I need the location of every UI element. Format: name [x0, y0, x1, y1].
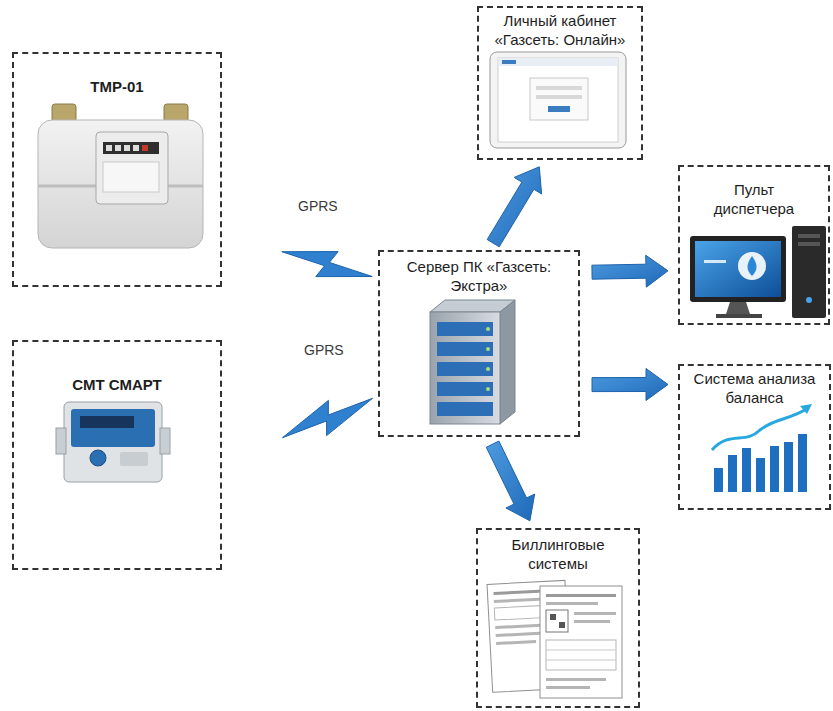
box-title: СМТ СМАРТ	[22, 376, 212, 395]
box-title: Личный кабинет «Газсеть: Онлайн»	[484, 12, 636, 50]
box-title: Пульт диспетчера	[704, 181, 804, 219]
meter-box: ТМР-01	[12, 52, 222, 287]
service-box: Биллинговые системы	[476, 528, 640, 708]
service-box: Личный кабинет «Газсеть: Онлайн»	[477, 6, 643, 160]
gas-meter-picture	[38, 104, 203, 248]
flow-arrow	[487, 167, 541, 247]
flow-arrow	[592, 369, 668, 401]
service-box: Система анализа баланса	[678, 364, 831, 510]
documents-picture	[487, 580, 622, 698]
server-picture	[430, 300, 515, 424]
box-title: Биллинговые системы	[496, 536, 620, 574]
service-box: Пульт диспетчера	[678, 165, 830, 325]
box-title: ТМР-01	[22, 78, 212, 97]
gprs-link	[282, 252, 372, 277]
box-title: Система анализа баланса	[685, 370, 825, 408]
link-label: GPRS	[302, 342, 346, 358]
meter-box: СМТ СМАРТ	[12, 340, 222, 570]
box-title: Сервер ПК «Газсеть: Экстра»	[385, 258, 573, 296]
server-box: Сервер ПК «Газсеть: Экстра»	[378, 250, 580, 437]
link-label: GPRS	[296, 198, 340, 214]
flow-arrow	[486, 441, 534, 521]
chart-picture	[712, 404, 812, 492]
computer-picture	[690, 226, 826, 318]
smart-meter-picture	[56, 402, 170, 482]
gprs-link	[283, 398, 373, 437]
tablet-picture	[490, 52, 626, 148]
flow-arrow	[592, 255, 668, 287]
